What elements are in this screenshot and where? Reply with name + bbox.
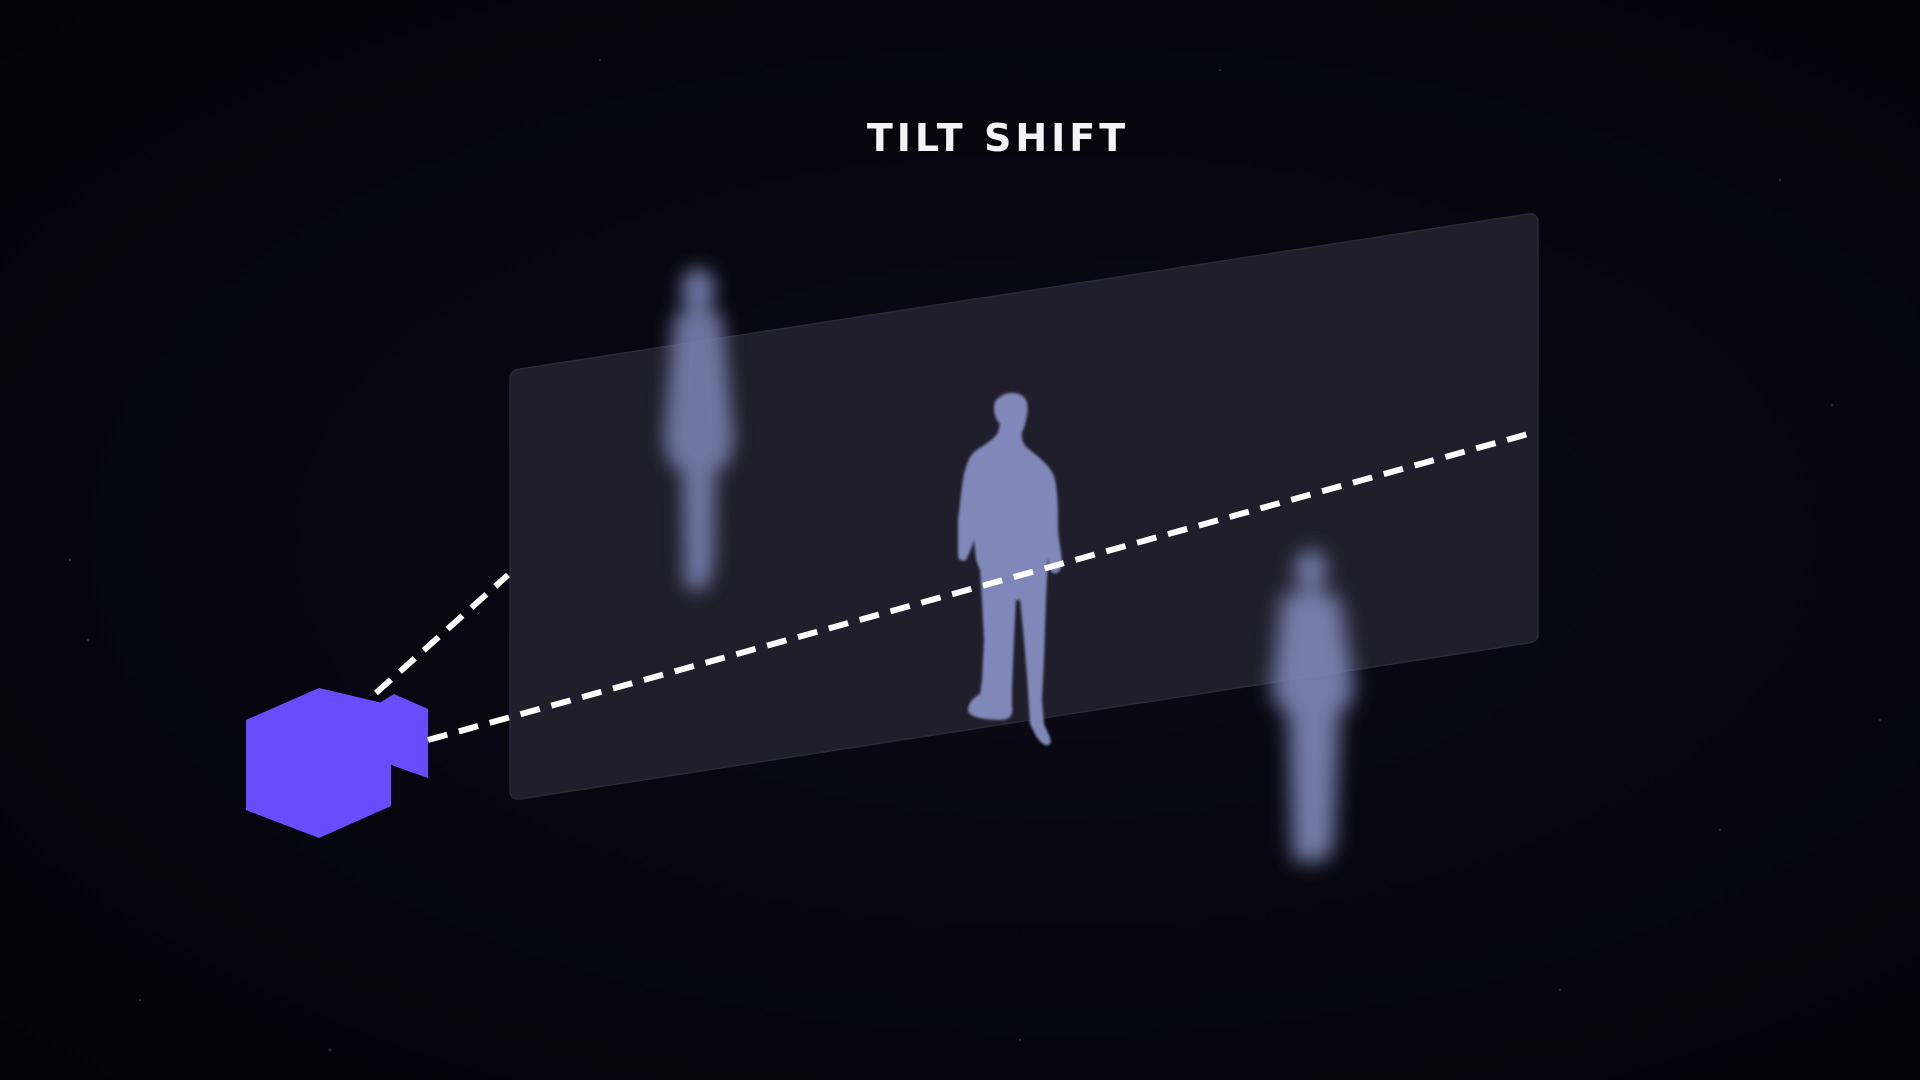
star-field [68, 58, 1882, 1052]
focus-lines [374, 431, 1529, 743]
figure-foreground-right [1272, 550, 1354, 862]
figure-background-left [664, 268, 734, 590]
frustum-edge-line [374, 572, 510, 696]
diagram-title: TILT SHIFT [866, 116, 1130, 160]
figure-center [958, 392, 1062, 746]
camera-icon [246, 688, 428, 838]
